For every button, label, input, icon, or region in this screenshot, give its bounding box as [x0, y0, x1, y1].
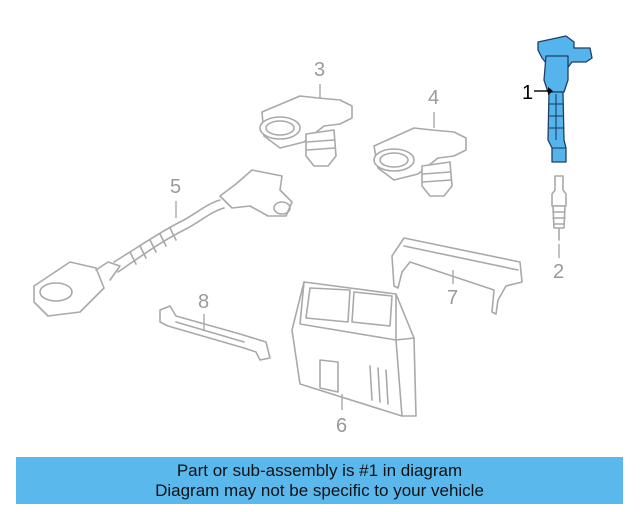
- banner-line-2: Diagram may not be specific to your vehi…: [155, 481, 484, 500]
- callout-8: 8: [198, 291, 209, 330]
- svg-text:7: 7: [447, 287, 458, 309]
- svg-text:6: 6: [336, 415, 347, 437]
- svg-text:4: 4: [428, 87, 439, 109]
- callout-6: 6: [336, 394, 347, 437]
- parts-diagram: 1 2 3 4: [33, 35, 593, 437]
- callout-5: 5: [170, 176, 181, 218]
- svg-text:2: 2: [553, 261, 564, 283]
- spark-plug[interactable]: [551, 175, 567, 241]
- svg-text:3: 3: [314, 59, 325, 81]
- callout-1: 1: [522, 82, 553, 104]
- svg-text:8: 8: [198, 291, 209, 313]
- sensor-3[interactable]: [259, 95, 353, 167]
- callout-3: 3: [314, 59, 325, 98]
- ignition-coil[interactable]: [537, 35, 593, 163]
- control-module-6[interactable]: [291, 281, 417, 417]
- sensor-4[interactable]: [373, 127, 467, 197]
- svg-text:1: 1: [522, 82, 533, 104]
- banner-line-1: Part or sub-assembly is #1 in diagram: [176, 461, 463, 480]
- harness-sensor-5[interactable]: [33, 169, 293, 317]
- bracket-8[interactable]: [159, 305, 271, 361]
- info-banner: Part or sub-assembly is #1 in diagram Di…: [16, 457, 623, 504]
- callout-7: 7: [447, 270, 458, 309]
- callout-4: 4: [428, 87, 439, 128]
- callout-2: 2: [553, 244, 564, 283]
- bracket-7[interactable]: [391, 237, 523, 315]
- svg-text:5: 5: [170, 176, 181, 198]
